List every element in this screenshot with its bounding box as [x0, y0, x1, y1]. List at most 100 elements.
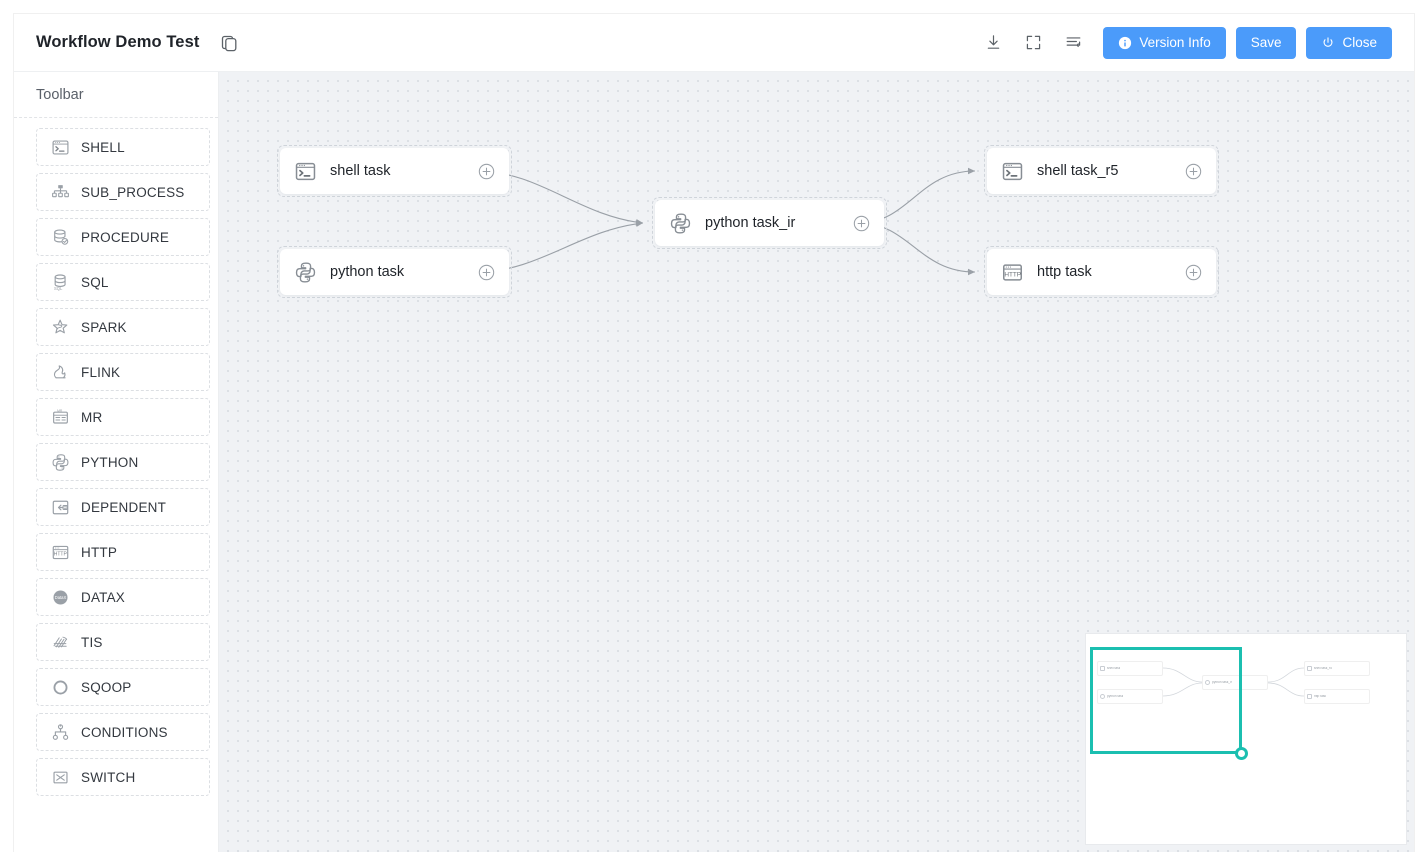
header-bar: Workflow Demo Test — [14, 14, 1414, 72]
page-title: Workflow Demo Test — [36, 33, 200, 51]
node-body: python task_ir — [655, 200, 884, 246]
dependent-icon — [51, 498, 70, 517]
sub-process-icon — [51, 183, 70, 202]
sidebar-item-label: PYTHON — [81, 454, 139, 470]
minimap-node: shell task_r5 — [1304, 661, 1370, 676]
svg-text:MR: MR — [57, 408, 63, 412]
sidebar-item-sql[interactable]: SQL SQL — [36, 263, 210, 301]
sidebar-item-label: SQL — [81, 274, 109, 290]
sidebar-item-label: DATAX — [81, 589, 126, 605]
sidebar-item-switch[interactable]: SWITCH — [36, 758, 210, 796]
svg-text:HTTP: HTTP — [1004, 271, 1021, 278]
sidebar-item-dependent[interactable]: DEPENDENT — [36, 488, 210, 526]
tis-icon — [51, 633, 70, 652]
node-label: python task — [330, 264, 405, 280]
download-icon[interactable] — [973, 27, 1013, 59]
sidebar-item-datax[interactable]: DataX DATAX — [36, 578, 210, 616]
spark-icon — [51, 318, 70, 337]
minimap-node-icon — [1307, 666, 1312, 671]
close-label: Close — [1342, 35, 1377, 50]
toolbar-sidebar: Toolbar SHELL — [14, 72, 219, 852]
sidebar-item-label: SWITCH — [81, 769, 136, 785]
sidebar-item-procedure[interactable]: PROCEDURE — [36, 218, 210, 256]
minimap-node-icon — [1307, 694, 1312, 699]
node-label: shell task — [330, 163, 391, 179]
minimap[interactable]: shell task python task python task_ir sh… — [1086, 634, 1406, 844]
minimap-node: python task_ir — [1202, 675, 1268, 690]
http-icon: HTTP — [51, 543, 70, 562]
shell-icon — [294, 160, 317, 183]
node-label: python task_ir — [705, 215, 796, 231]
node-label: shell task_r5 — [1037, 163, 1119, 179]
sidebar-item-flink[interactable]: FLINK — [36, 353, 210, 391]
sqoop-icon — [51, 678, 70, 697]
mr-icon: MR — [51, 408, 70, 427]
minimap-node-label: python task — [1107, 694, 1124, 698]
conditions-icon — [51, 723, 70, 742]
node-label: http task — [1037, 264, 1092, 280]
minimap-node-label: http task — [1314, 694, 1327, 698]
add-downstream-icon[interactable] — [1185, 264, 1202, 281]
node-http-task[interactable]: HTTP http task — [984, 246, 1219, 298]
node-body: HTTP http task — [987, 249, 1216, 295]
sql-icon: SQL — [51, 273, 70, 292]
sidebar-item-label: DEPENDENT — [81, 499, 167, 515]
minimap-edges — [1162, 667, 1305, 697]
node-python-task[interactable]: python task — [277, 246, 512, 298]
node-shell-task[interactable]: shell task — [277, 145, 512, 197]
minimap-resize-handle[interactable] — [1235, 747, 1248, 760]
node-shell-task-r5[interactable]: shell task_r5 — [984, 145, 1219, 197]
editor-body: Toolbar SHELL — [14, 72, 1414, 852]
fullscreen-icon[interactable] — [1013, 27, 1053, 59]
sidebar-item-sub-process[interactable]: SUB_PROCESS — [36, 173, 210, 211]
save-button[interactable]: Save — [1235, 26, 1297, 59]
svg-text:HTTP: HTTP — [54, 551, 68, 557]
shell-icon — [1001, 160, 1024, 183]
python-icon — [294, 261, 317, 284]
python-icon — [669, 212, 692, 235]
sidebar-item-http[interactable]: HTTP HTTP — [36, 533, 210, 571]
power-icon — [1321, 36, 1335, 50]
node-python-task-ir[interactable]: python task_ir — [652, 197, 887, 249]
sidebar-item-mr[interactable]: MR MR — [36, 398, 210, 436]
sidebar-item-shell[interactable]: SHELL — [36, 128, 210, 166]
minimap-content: shell task python task python task_ir sh… — [1086, 634, 1406, 844]
sidebar-item-label: SPARK — [81, 319, 127, 335]
close-button[interactable]: Close — [1306, 26, 1392, 59]
dag-canvas[interactable]: shell task — [219, 72, 1414, 852]
sidebar-item-conditions[interactable]: CONDITIONS — [36, 713, 210, 751]
info-icon — [1118, 36, 1132, 50]
add-downstream-icon[interactable] — [478, 264, 495, 281]
version-info-label: Version Info — [1139, 35, 1211, 50]
minimap-node: shell task — [1097, 661, 1163, 676]
sidebar-item-label: CONDITIONS — [81, 724, 168, 740]
add-downstream-icon[interactable] — [853, 215, 870, 232]
sidebar-item-label: SQOOP — [81, 679, 132, 695]
minimap-node-icon — [1100, 666, 1105, 671]
sidebar-item-label: PROCEDURE — [81, 229, 170, 245]
sidebar-item-spark[interactable]: SPARK — [36, 308, 210, 346]
format-dag-icon[interactable] — [1053, 27, 1093, 59]
shell-icon — [51, 138, 70, 157]
switch-icon — [51, 768, 70, 787]
title-group: Workflow Demo Test — [36, 33, 239, 53]
header-actions: Version Info Save Close — [973, 26, 1392, 59]
minimap-node: http task — [1304, 689, 1370, 704]
add-downstream-icon[interactable] — [478, 163, 495, 180]
sidebar-item-label: HTTP — [81, 544, 118, 560]
minimap-node-label: shell task_r5 — [1314, 666, 1332, 670]
node-body: shell task — [280, 148, 509, 194]
toolbar-item-list[interactable]: SHELL SUB_PROCESS — [14, 118, 218, 852]
sidebar-item-label: SUB_PROCESS — [81, 184, 185, 200]
sidebar-item-python[interactable]: PYTHON — [36, 443, 210, 481]
copy-icon[interactable] — [219, 33, 239, 53]
add-downstream-icon[interactable] — [1185, 163, 1202, 180]
version-info-button[interactable]: Version Info — [1103, 26, 1226, 59]
procedure-icon — [51, 228, 70, 247]
minimap-node-icon — [1100, 694, 1105, 699]
sidebar-item-label: TIS — [81, 634, 103, 650]
workflow-editor-window: Workflow Demo Test — [14, 14, 1414, 852]
sidebar-item-label: SHELL — [81, 139, 125, 155]
sidebar-item-tis[interactable]: TIS — [36, 623, 210, 661]
sidebar-item-sqoop[interactable]: SQOOP — [36, 668, 210, 706]
